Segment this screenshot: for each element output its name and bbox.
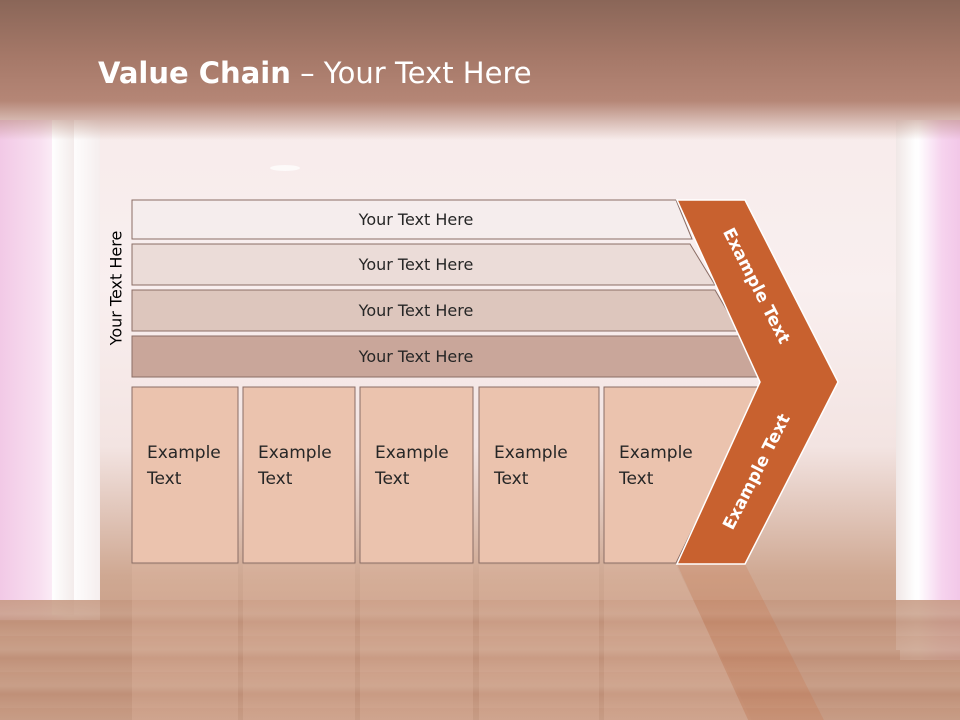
support-row-shape	[131, 199, 693, 240]
right-pillar	[896, 120, 916, 650]
wood-floor	[0, 600, 960, 720]
activity-box-line2: Text	[146, 469, 182, 489]
header-band	[0, 0, 960, 140]
room-left-wall	[0, 120, 100, 620]
support-row-label: Your Text Here	[358, 255, 474, 274]
activity-box-shape	[359, 386, 474, 564]
left-pillar	[52, 120, 74, 615]
activity-box-line1: Example	[147, 443, 221, 463]
activity-box-line2: Text	[374, 469, 410, 489]
support-row: Your Text Here	[131, 243, 716, 286]
slide-title: Value Chain – Your Text Here	[98, 56, 532, 90]
activity-box-shape	[131, 386, 239, 564]
reflection-box	[243, 565, 355, 720]
activity-box-line1: Example	[258, 443, 332, 463]
support-row-label: Your Text Here	[358, 347, 474, 366]
activity-box-shape	[242, 386, 356, 564]
activity-box-line2: Text	[493, 469, 529, 489]
reflection-arrow	[677, 564, 824, 720]
reflection-box	[360, 565, 473, 720]
activity-box-shape	[478, 386, 600, 564]
activity-box-line1: Example	[494, 443, 568, 463]
reflection-box	[479, 565, 599, 720]
support-row: Your Text Here	[131, 335, 764, 378]
support-row-label: Your Text Here	[358, 301, 474, 320]
title-bold: Value Chain	[98, 56, 291, 90]
support-row: Your Text Here	[131, 199, 693, 240]
reflection-box	[604, 565, 752, 720]
support-row-label: Your Text Here	[358, 210, 474, 229]
chevron-arrow	[675, 199, 839, 565]
activity-box-line1: Example	[375, 443, 449, 463]
activity-box-line2: Text	[257, 469, 293, 489]
activity-box-line2: Text	[618, 469, 654, 489]
primary-activity-boxes: ExampleTextExampleTextExampleTextExample…	[131, 386, 763, 564]
reflection-box	[132, 565, 238, 720]
reflection-boxes	[132, 565, 752, 720]
support-row: Your Text Here	[131, 289, 740, 332]
activity-box-line1: Example	[619, 443, 693, 463]
reflection	[132, 564, 824, 720]
title-rest: – Your Text Here	[290, 56, 532, 90]
activity-box-shape	[603, 386, 763, 564]
ceiling-light	[270, 165, 300, 171]
